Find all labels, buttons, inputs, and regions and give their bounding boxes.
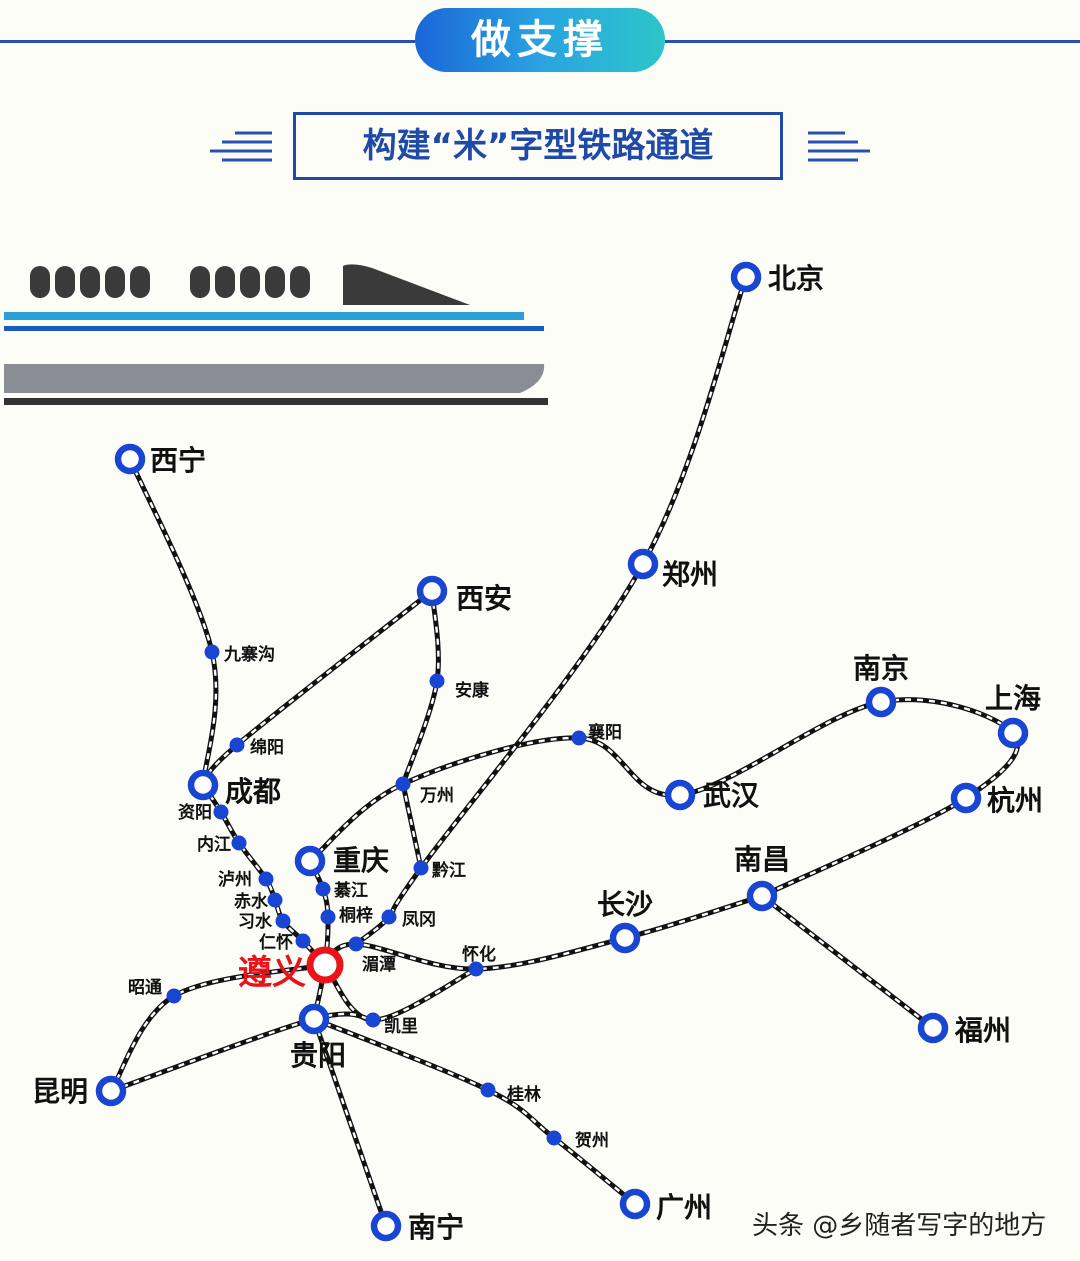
station-label-ziyang: 资阳 [178, 802, 212, 823]
city-node-zhengzhou [627, 548, 659, 580]
station-dot-xiangyang [571, 730, 587, 746]
station-dot-fenggang [381, 909, 397, 925]
station-label-luzhou: 泸州 [218, 870, 252, 890]
station-dot-hezhou [546, 1130, 562, 1146]
station-label-jiuzhaigou: 九寨沟 [223, 644, 275, 665]
station-dot-tongzi [320, 909, 336, 925]
banner-line-left [0, 40, 415, 43]
city-node-xining [114, 443, 146, 475]
station-label-tongzi: 桐梓 [339, 905, 373, 926]
station-dot-ankang [429, 673, 445, 689]
station-dot-neijiang [231, 835, 247, 851]
city-label-guangzhou: 广州 [656, 1191, 712, 1224]
city-label-nanning: 南宁 [408, 1211, 464, 1244]
station-label-mianyang: 绵阳 [250, 737, 284, 758]
city-node-shanghai [997, 717, 1029, 749]
station-label-meitan: 湄潭 [362, 955, 396, 975]
speed-lines-right-icon [808, 131, 870, 162]
station-label-wanzhou: 万州 [419, 786, 454, 806]
station-label-chishui: 赤水 [234, 891, 269, 912]
hub-label-zunyi: 遵义 [238, 953, 306, 993]
speed-lines-left-icon [210, 131, 272, 162]
station-dot-luzhou [258, 871, 274, 887]
station-label-qijiang: 綦江 [333, 880, 368, 901]
banner-line-right [665, 40, 1080, 43]
city-label-nanchang: 南昌 [734, 843, 790, 876]
station-dot-guilin [480, 1082, 496, 1098]
station-label-zhaotong: 昭通 [128, 978, 162, 998]
station-dot-zhaotong [166, 988, 182, 1004]
city-node-chongqing [294, 845, 326, 877]
rail-line-nanchang-fuzhou [759, 893, 936, 1031]
city-node-xian [416, 575, 448, 607]
city-node-beijing [730, 261, 762, 293]
rail-line-guiyang-guilin-hezhou-guangzhou [311, 1016, 638, 1207]
rail-line-chengdu-mianyang-xian [200, 588, 435, 788]
city-label-hangzhou: 杭州 [987, 784, 1043, 817]
rail-line-xining-jiuzhaigou-chengdu [127, 456, 219, 788]
station-dot-xishui [275, 913, 291, 929]
station-dot-wanzhou [395, 776, 411, 792]
rail-line-kunming-guiyang-kaili [108, 1011, 376, 1094]
station-label-guilin: 桂林 [506, 1084, 541, 1105]
station-dot-meitan [348, 936, 364, 952]
city-label-chengdu: 成都 [225, 775, 281, 808]
city-label-wuhan: 武汉 [703, 779, 760, 812]
city-label-kunming: 昆明 [32, 1075, 88, 1108]
station-label-neijiang: 内江 [197, 834, 231, 855]
station-label-xishui: 习水 [238, 911, 273, 932]
station-dot-huaihua [468, 961, 484, 977]
city-label-chongqing: 重庆 [333, 844, 389, 877]
station-dot-mianyang [229, 737, 245, 753]
city-node-hangzhou [950, 782, 982, 814]
watermark-credit: 头条 @乡随者写字的地方 [752, 1211, 1047, 1241]
hub-node-zunyi [306, 946, 344, 984]
station-dot-qianjiang [413, 860, 429, 876]
city-label-xian: 西安 [456, 582, 512, 615]
city-node-fuzhou [917, 1012, 949, 1044]
city-node-nanning [370, 1210, 402, 1242]
city-label-nanjing: 南京 [853, 652, 909, 685]
rail-line-xian-ankang-wanzhou [400, 588, 441, 787]
city-node-chengdu [187, 769, 219, 801]
city-label-xining: 西宁 [150, 444, 206, 477]
station-label-xiangyang: 襄阳 [587, 722, 622, 743]
city-label-shanghai: 上海 [985, 682, 1041, 715]
station-label-renhuai: 仁怀 [259, 932, 293, 953]
city-node-nanchang [746, 880, 778, 912]
city-label-zhengzhou: 郑州 [662, 558, 718, 591]
city-label-beijing: 北京 [768, 262, 824, 295]
station-dot-qijiang [315, 881, 331, 897]
station-label-hezhou: 贺州 [574, 1131, 609, 1151]
city-node-changsha [609, 922, 641, 954]
station-dot-jiuzhaigou [204, 644, 220, 660]
station-dot-renhuai [295, 933, 311, 949]
station-label-qianjiang: 黔江 [432, 860, 466, 881]
rail-line-wanzhou-qianjiang [400, 781, 424, 871]
city-node-nanjing [865, 686, 897, 718]
city-label-guiyang: 贵阳 [290, 1039, 346, 1072]
station-dot-ziyang [213, 804, 229, 820]
station-dot-kaili [365, 1012, 381, 1028]
station-label-kaili: 凯里 [384, 1016, 418, 1037]
city-node-wuhan [664, 779, 696, 811]
station-label-huaihua: 怀化 [462, 944, 496, 965]
city-node-kunming [95, 1075, 127, 1107]
rail-line-guiyang-nanning [311, 1016, 389, 1229]
subtitle-box: 构建“米”字型铁路通道 [293, 112, 783, 180]
station-dot-chishui [267, 892, 283, 908]
bullet-train-icon [4, 264, 548, 405]
section-title-banner: 做支撑 [415, 8, 665, 72]
station-label-ankang: 安康 [455, 680, 490, 701]
station-label-fenggang: 凤冈 [402, 910, 436, 930]
city-node-guangzhou [619, 1188, 651, 1220]
city-node-guiyang [298, 1003, 330, 1035]
city-label-fuzhou: 福州 [954, 1014, 1011, 1047]
city-label-changsha: 长沙 [597, 888, 653, 921]
